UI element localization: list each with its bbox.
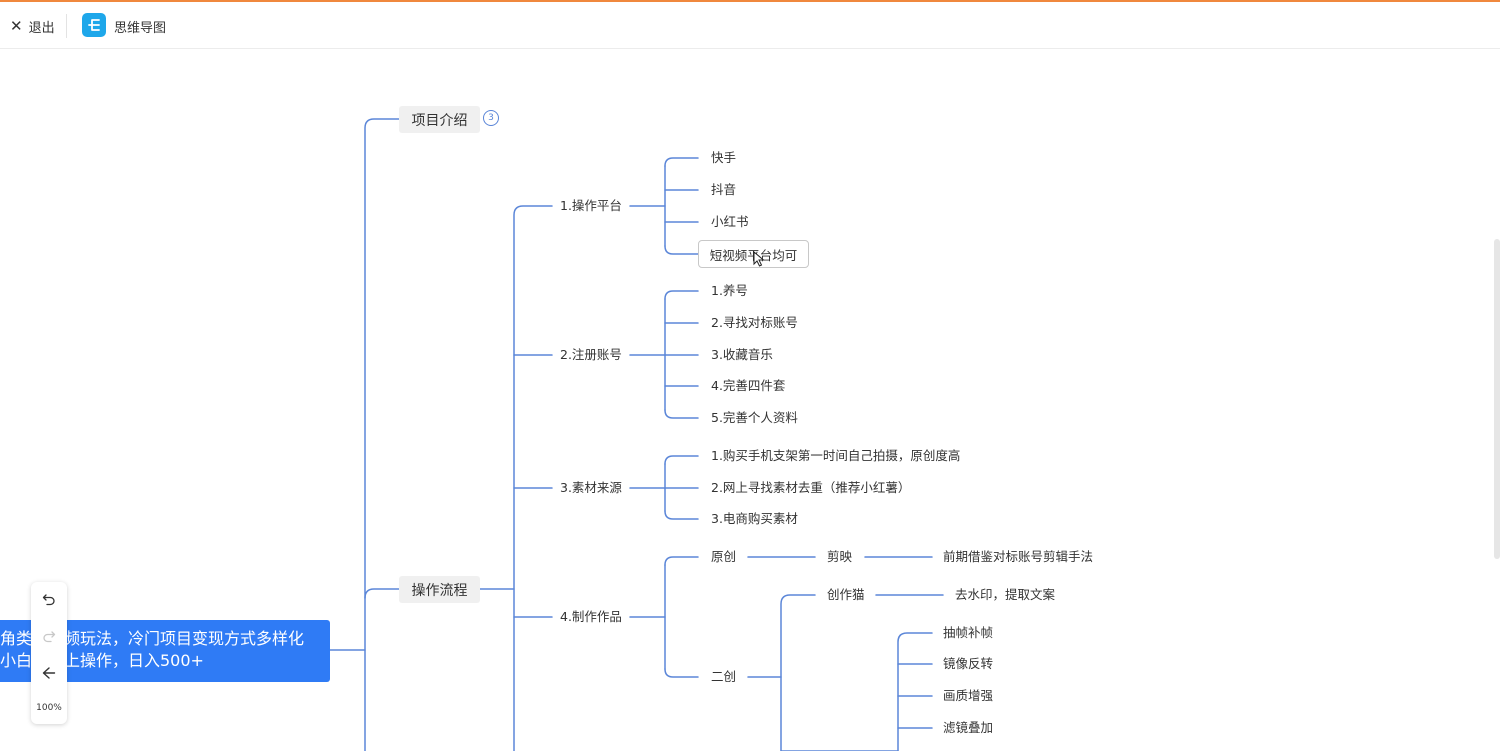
collapse-icon[interactable]	[31, 665, 67, 684]
app-title: 思维导图	[114, 21, 167, 36]
connector-line	[664, 668, 699, 678]
top-bar: ✕ 退出 思维导图	[0, 2, 1500, 49]
node-platform-item[interactable]: 小红书	[711, 214, 749, 229]
node-register[interactable]: 2.注册账号	[560, 347, 622, 362]
connector-line	[664, 290, 699, 300]
connector-line	[364, 118, 400, 751]
mindmap-logo-icon	[82, 13, 106, 37]
top-accent-line	[0, 0, 1500, 2]
node-second-tool-note[interactable]: 去水印，提取文案	[955, 587, 1056, 602]
toolbar-divider	[66, 14, 67, 38]
node-second-item[interactable]: 画质增强	[943, 688, 994, 703]
node-produce[interactable]: 4.制作作品	[560, 609, 622, 624]
node-platform-item[interactable]: 快手	[711, 150, 737, 165]
mouse-cursor-icon	[753, 251, 765, 267]
node-register-item[interactable]: 1.养号	[711, 283, 748, 298]
node-second-tool[interactable]: 创作猫	[827, 587, 865, 602]
connector-line	[897, 632, 933, 751]
zoom-level: 100%	[36, 703, 62, 713]
connector-line	[664, 409, 699, 419]
node-material[interactable]: 3.素材来源	[560, 480, 622, 495]
exit-button[interactable]: ✕ 退出	[10, 15, 55, 37]
node-register-item[interactable]: 3.收藏音乐	[711, 347, 773, 362]
node-register-item[interactable]: 2.寻找对标账号	[711, 315, 798, 330]
connector-line	[664, 157, 699, 167]
node-material-item[interactable]: 2.网上寻找素材去重（推荐小红薯）	[711, 480, 911, 495]
connector-line	[664, 510, 699, 520]
node-flow[interactable]: 操作流程	[399, 576, 480, 603]
node-second-item[interactable]: 滤镜叠加	[943, 720, 994, 735]
connector-line	[664, 455, 699, 465]
connector-line	[513, 205, 553, 751]
root-node-line: 角类短…频玩法，冷门项目变现方式多样化	[0, 629, 305, 648]
vertical-scrollbar[interactable]	[1494, 239, 1500, 559]
exit-label: 退出	[28, 20, 55, 36]
node-register-item[interactable]: 5.完善个人资料	[711, 410, 798, 425]
connector-line	[664, 556, 699, 566]
node-register-item[interactable]: 4.完善四件套	[711, 378, 786, 393]
zoom-toolbar: 100%	[31, 582, 67, 724]
node-platform[interactable]: 1.操作平台	[560, 198, 622, 213]
mindmap-canvas[interactable]	[0, 49, 1500, 751]
node-material-item[interactable]: 1.购买手机支架第一时间自己拍摄，原创度高	[711, 448, 961, 463]
node-second[interactable]: 二创	[711, 669, 737, 684]
node-intro[interactable]: 项目介绍	[399, 106, 480, 133]
mindmap-connectors	[329, 118, 944, 751]
node-original-note[interactable]: 前期借鉴对标账号剪辑手法	[943, 549, 1094, 564]
node-platform-item[interactable]: 抖音	[711, 182, 737, 197]
redo-icon[interactable]	[31, 628, 67, 647]
node-second-item[interactable]: 抽帧补帧	[943, 625, 994, 640]
node-second-item[interactable]: 镜像反转	[943, 656, 994, 671]
node-material-item[interactable]: 3.电商购买素材	[711, 511, 798, 526]
connector-line	[780, 594, 816, 751]
connector-line	[664, 245, 699, 255]
node-original-tool[interactable]: 剪映	[827, 549, 853, 564]
node-original[interactable]: 原创	[711, 549, 737, 564]
connector-line	[364, 588, 400, 599]
close-icon: ✕	[10, 16, 23, 35]
undo-icon[interactable]	[31, 591, 67, 610]
collapsed-count-badge[interactable]: 3	[483, 110, 499, 126]
